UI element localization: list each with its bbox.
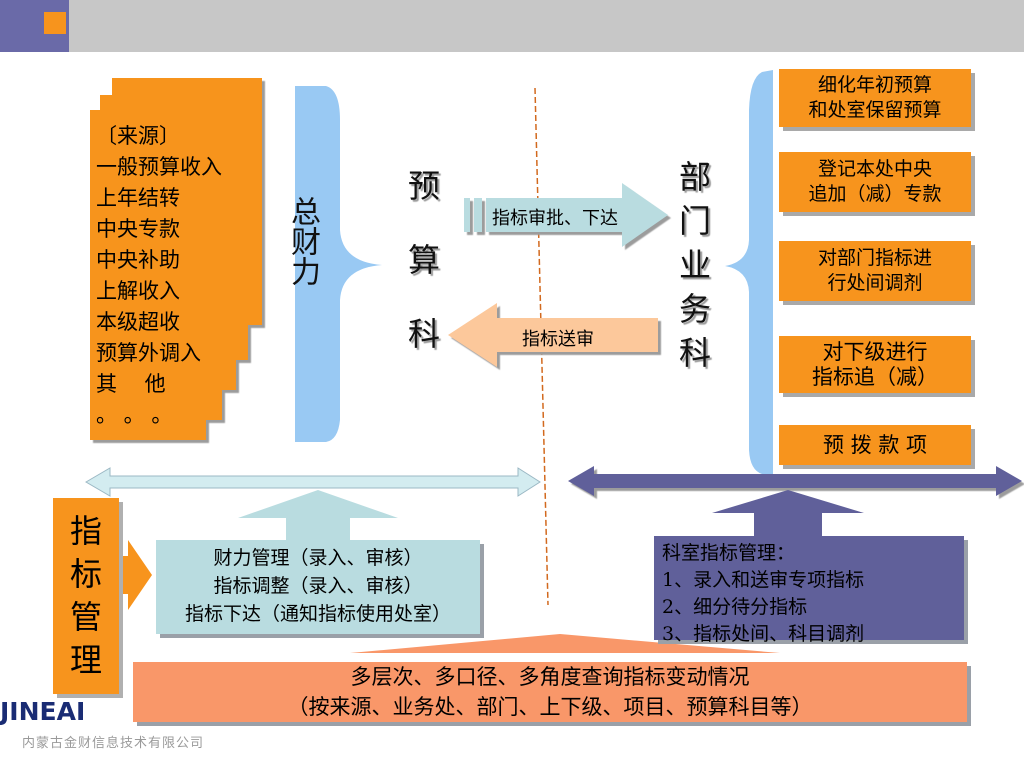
source-item: 本级超收 — [96, 310, 180, 334]
index-char: 管 — [69, 598, 102, 636]
zongcaili-label: 总财力 — [285, 196, 320, 286]
navy-up-arrow — [712, 490, 864, 540]
index-right-arrow — [120, 540, 152, 610]
left-double-arrow — [85, 467, 541, 497]
sources-list: 〔来源〕 一般预算收入 上年结转 中央专款 中央补助 上解收入 本级超收 预算外… — [96, 121, 266, 431]
sources-stepped-shape — [90, 78, 262, 440]
source-item: 中央专款 — [96, 217, 180, 241]
box-line: 预 拨 款 项 — [822, 432, 928, 457]
query-line: （按来源、业务处、部门、上下级、项目、预算科目等） — [287, 695, 813, 719]
company-logo: JINEAI — [0, 697, 86, 726]
source-item: 。 。 。 — [96, 403, 173, 427]
lower-level-box: 对下级进行指标追（减） — [779, 336, 971, 393]
teal-line: 指标下达（通知指标使用处室） — [184, 603, 451, 625]
box-line: 对部门指标进 — [817, 247, 932, 269]
query-box: 多层次、多口径、多角度查询指标变动情况 （按来源、业务处、部门、上下级、项目、预… — [133, 662, 967, 722]
navy-line: 2、细分待分指标 — [662, 596, 808, 618]
approve-arrow — [464, 183, 668, 247]
salmon-up-triangle — [350, 634, 780, 653]
source-item: 中央补助 — [96, 248, 180, 272]
index-char: 指 — [69, 512, 102, 550]
box-line: 追加（减）专款 — [808, 183, 942, 205]
source-item: 一般预算收入 — [96, 155, 222, 179]
bumen-char: 门 — [678, 202, 711, 240]
box-line: 细化年初预算 — [817, 74, 932, 96]
box-line: 登记本处中央 — [817, 158, 932, 180]
bumen-label: 部 门 业 务 科 — [673, 155, 717, 375]
source-item: 上年结转 — [96, 186, 180, 210]
source-item: 预算外调入 — [96, 341, 201, 365]
top-banner — [0, 0, 1024, 52]
index-char: 标 — [69, 555, 102, 593]
zongcaili-brace — [295, 86, 382, 442]
box-line: 行处间调剂 — [827, 272, 923, 294]
yusuanke-char: 科 — [407, 315, 440, 353]
right-brace — [725, 70, 773, 476]
central-special-box: 登记本处中央追加（减）专款 — [779, 152, 971, 212]
yusuanke-label: 预 算 科 — [402, 160, 446, 360]
section-index-box: 科室指标管理： 1、录入和送审专项指标 2、细分待分指标 3、指标处间、科目调剂 — [654, 536, 964, 645]
dept-adjust-box: 对部门指标进行处间调剂 — [779, 241, 971, 301]
box-line: 指标追（减） — [812, 364, 938, 389]
index-management-box: 指 标 管 理 — [53, 498, 119, 694]
company-footer: 内蒙古金财信息技术有限公司 — [22, 736, 205, 751]
detail-budget-box: 细化年初预算和处室保留预算 — [779, 69, 971, 127]
right-double-arrow — [568, 466, 1022, 496]
teal-up-arrow — [238, 490, 398, 540]
navy-line: 3、指标处间、科目调剂 — [662, 623, 865, 645]
teal-line: 财力管理（录入、审核） — [213, 547, 423, 569]
navy-line: 1、录入和送审专项指标 — [662, 569, 865, 591]
index-char: 理 — [69, 641, 102, 679]
teal-line: 指标调整（录入、审核） — [213, 575, 423, 597]
banner-square-orange — [44, 12, 66, 34]
submit-arrow-label: 指标送审 — [522, 329, 594, 350]
submit-arrow — [448, 303, 658, 367]
query-line: 多层次、多口径、多角度查询指标变动情况 — [350, 665, 750, 689]
source-item: 其 他 — [96, 372, 166, 396]
bumen-char: 务 — [678, 290, 711, 328]
bumen-char: 部 — [678, 158, 711, 196]
yusuanke-char: 算 — [407, 241, 440, 279]
navy-line: 科室指标管理： — [662, 542, 796, 564]
box-line: 和处室保留预算 — [808, 99, 942, 121]
bumen-char: 科 — [678, 334, 711, 372]
yusuanke-char: 预 — [407, 167, 440, 205]
center-divider — [534, 87, 549, 606]
finance-management-box: 财力管理（录入、审核） 指标调整（录入、审核） 指标下达（通知指标使用处室） — [156, 540, 480, 634]
approve-arrow-label: 指标审批、下达 — [492, 208, 618, 229]
source-item: 〔来源〕 — [96, 124, 180, 148]
prepay-box: 预 拨 款 项 — [779, 425, 971, 465]
source-item: 上解收入 — [96, 279, 180, 303]
bumen-char: 业 — [678, 246, 711, 284]
box-line: 对下级进行 — [822, 339, 928, 364]
